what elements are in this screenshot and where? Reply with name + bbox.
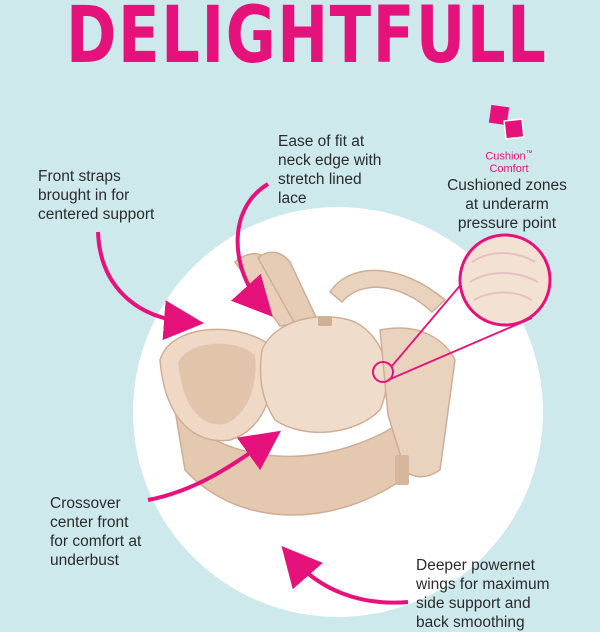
cushion-comfort-icon [488, 104, 525, 140]
strap-adjuster [318, 316, 332, 326]
badge-line-1: Cushion [485, 150, 526, 163]
magnifier-line-b [387, 317, 533, 381]
bra-illustration [159, 251, 456, 516]
back-strap [329, 269, 447, 314]
callout-line: lace [278, 190, 307, 207]
callout-line: Deeper powernet [416, 557, 535, 574]
callout-line: stretch lined [278, 171, 362, 188]
callout-line: underbust [50, 552, 119, 569]
callout-line: wings for maximum [416, 576, 550, 593]
callout-crossover: Crossover center front for comfort at un… [50, 494, 141, 570]
callout-line: Cushioned zones [447, 177, 567, 194]
arrow-powernet [281, 545, 409, 605]
callout-cushioned: Cushioned zones at underarm pressure poi… [442, 176, 572, 233]
callout-line: for comfort at [50, 533, 142, 550]
callout-line: center front [50, 514, 129, 531]
page-title: DELIGHTFULL [66, 0, 548, 81]
callout-line: brought in for [38, 187, 130, 204]
hook-eye-closure [395, 455, 409, 485]
callout-line: Front straps [38, 168, 121, 185]
callout-powernet: Deeper powernet wings for maximum side s… [416, 556, 550, 632]
callout-line: Ease of fit at [278, 133, 365, 150]
cushion-comfort-badge: Cushion™ Comfort [474, 148, 544, 175]
callout-line: centered support [38, 206, 155, 223]
arrow-ease-of-fit [231, 182, 273, 317]
callout-line: neck edge with [278, 152, 382, 169]
callout-line: at underarm [465, 196, 549, 213]
callout-front-straps: Front straps brought in for centered sup… [38, 167, 154, 224]
callout-line: Crossover [50, 495, 121, 512]
badge-tm: ™ [525, 150, 533, 157]
right-cup [259, 315, 388, 434]
callout-ease-of-fit: Ease of fit at neck edge with stretch li… [278, 132, 381, 208]
badge-line-2: Comfort [489, 162, 529, 175]
callout-line: pressure point [457, 215, 557, 232]
magnifier-detail [469, 252, 539, 301]
callout-line: back smoothing [416, 614, 525, 631]
arrow-front-straps [96, 231, 204, 341]
callout-line: side support and [416, 595, 531, 612]
arrow-crossover [147, 430, 282, 502]
cushion-zone-marker [372, 361, 394, 383]
left-cup-inner [178, 343, 256, 425]
